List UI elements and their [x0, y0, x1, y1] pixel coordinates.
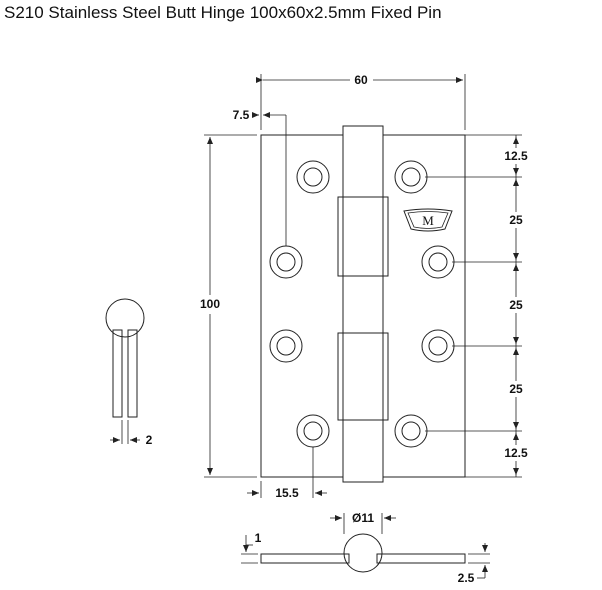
left-leaf-holes — [269, 160, 330, 448]
dimension-width-label: 60 — [354, 73, 368, 87]
dimension-width: 60 — [256, 73, 466, 130]
side-view: 2 — [105, 298, 153, 447]
knuckle-pin — [342, 125, 384, 483]
dimension-hole-top-offset: 12.5 — [504, 149, 528, 163]
dimension-knuckle-diameter-label: Ø11 — [352, 511, 374, 525]
dimension-height: 100 — [200, 134, 257, 478]
dimension-hole-side-offset: 15.5 — [247, 447, 327, 500]
screw-hole — [269, 245, 303, 279]
left-leaf — [260, 134, 344, 478]
screw-hole — [421, 245, 455, 279]
screw-hole — [394, 160, 428, 194]
dimension-leaf-gap-label: 2 — [146, 433, 153, 447]
screw-hole — [269, 329, 303, 363]
dimension-hole-spacing-1: 25 — [509, 213, 523, 227]
dimension-height-label: 100 — [200, 297, 220, 311]
bottom-view: Ø11 1 2.5 — [241, 511, 490, 585]
dimension-edge-offset: 7.5 — [233, 108, 287, 246]
screw-hole — [421, 329, 455, 363]
dimension-hole-chain: 12.5 25 25 25 12.5 — [425, 134, 534, 478]
logo-letter: M — [422, 213, 434, 228]
front-view: M — [260, 125, 466, 483]
dimension-hole-spacing-2: 25 — [509, 298, 523, 312]
screw-hole — [394, 414, 428, 448]
screw-hole — [296, 414, 330, 448]
dimension-hole-spacing-3: 25 — [509, 382, 523, 396]
page-title: S210 Stainless Steel Butt Hinge 100x60x2… — [4, 3, 442, 22]
dimension-edge-offset-label: 7.5 — [233, 108, 250, 122]
dimension-leaf-thickness-label: 2.5 — [458, 571, 475, 585]
dimension-hole-side-offset-label: 15.5 — [275, 486, 299, 500]
screw-hole — [296, 160, 330, 194]
dimension-hole-bottom-offset: 12.5 — [504, 446, 528, 460]
manufacturer-logo: M — [403, 208, 453, 232]
dimension-leaf-thickness-small-label: 1 — [255, 531, 262, 545]
knuckle-segments — [337, 125, 389, 483]
right-leaf-holes — [394, 160, 455, 448]
